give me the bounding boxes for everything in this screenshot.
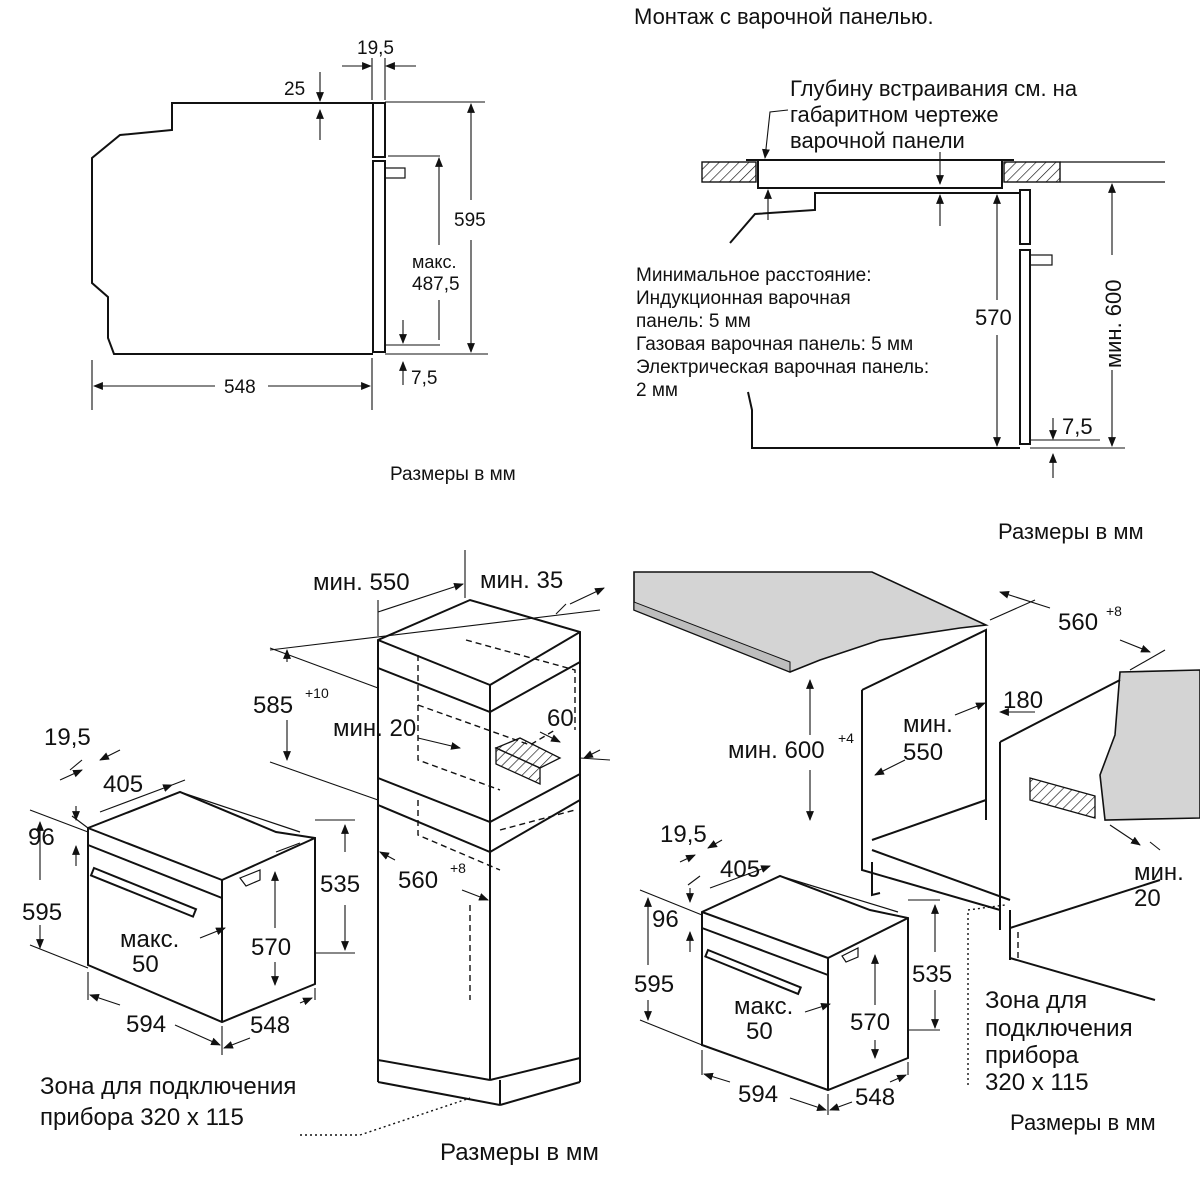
ucd-oven-dim-595: 595 bbox=[634, 971, 674, 998]
oven-dim-594: 594 bbox=[126, 1011, 166, 1038]
under-counter-diagram: 560 +8 мин. 550 180 мин. 600 +4 19,5 405… bbox=[633, 571, 1200, 1135]
dim-560-tolerance: +8 bbox=[450, 860, 466, 876]
zone-label-line1: Зона для подключения bbox=[40, 1073, 296, 1100]
oven-dim-405: 405 bbox=[103, 771, 143, 798]
control-panel bbox=[372, 102, 386, 158]
min-distance-line5: Электрическая варочная панель: bbox=[636, 357, 929, 378]
hob-oven-control-panel bbox=[1019, 189, 1031, 245]
oven-dim-max: макс. bbox=[120, 926, 179, 953]
ucd-dim-min-20-value: 20 bbox=[1134, 885, 1161, 912]
worktop-right-side bbox=[1099, 669, 1200, 821]
units-label-1: Размеры в мм bbox=[390, 464, 516, 485]
connection-zone-under bbox=[1029, 777, 1096, 819]
dim-min-35: мин. 35 bbox=[480, 567, 563, 594]
min-distance-line4: Газовая варочная панель: 5 мм bbox=[636, 334, 913, 355]
oven-dim-19-5: 19,5 bbox=[44, 724, 91, 751]
dim-560: 560 bbox=[398, 867, 438, 894]
ucd-oven-dim-570: 570 bbox=[850, 1009, 890, 1036]
ucd-oven-dim-594: 594 bbox=[738, 1081, 778, 1108]
ucd-oven-dim-19-5: 19,5 bbox=[660, 821, 707, 848]
dim-19-5: 19,5 bbox=[357, 38, 394, 59]
dim-7-5: 7,5 bbox=[411, 368, 437, 389]
side-view-diagram: 19,5 25 595 макс. 487,5 7,5 548 Размеры … bbox=[91, 38, 516, 485]
dim-min-20: мин. 20 bbox=[333, 715, 416, 742]
tall-cabinet-diagram: мин. 550 мин. 35 585 +10 мин. 20 60 19,5… bbox=[22, 550, 611, 1166]
ucd-zone-line2: подключения bbox=[985, 1015, 1133, 1042]
hob-dim-7-5: 7,5 bbox=[1062, 414, 1093, 439]
ucd-oven-dim-50: 50 bbox=[746, 1018, 773, 1045]
worktop-right bbox=[1003, 161, 1061, 183]
hob-dim-570: 570 bbox=[975, 305, 1012, 330]
oven-iso-right-handle bbox=[704, 948, 803, 996]
ucd-zone-line3: прибора bbox=[985, 1042, 1079, 1069]
min-distance-line1: Минимальное расстояние: bbox=[636, 265, 872, 286]
oven-under-hob-outline bbox=[729, 192, 1020, 244]
ucd-oven-dim-548: 548 bbox=[855, 1084, 895, 1111]
oven-iso-handle bbox=[89, 866, 198, 918]
hob-note-line3: варочной панели bbox=[790, 128, 965, 153]
hob-title: Монтаж с варочной панелью. bbox=[634, 4, 934, 29]
oven-dim-570: 570 bbox=[251, 934, 291, 961]
ucd-dim-180: 180 bbox=[1003, 687, 1043, 714]
ucd-dim-550: 550 bbox=[903, 739, 943, 766]
ucd-dim-min-600-tolerance: +4 bbox=[838, 730, 854, 746]
ucd-oven-dim-96: 96 bbox=[652, 906, 679, 933]
dim-548: 548 bbox=[224, 377, 256, 398]
dim-487-5: 487,5 bbox=[412, 274, 460, 295]
oven-iso-right bbox=[701, 874, 909, 1092]
units-label-3: Размеры в мм bbox=[440, 1139, 599, 1166]
ucd-zone-line1: Зона для bbox=[985, 987, 1087, 1014]
hob-installation-diagram: Монтаж с варочной панелью. Глубину встра… bbox=[634, 4, 1165, 544]
hob-note-line1: Глубину встраивания см. на bbox=[790, 76, 1078, 101]
min-distance-line2: Индукционная варочная bbox=[636, 288, 851, 309]
dim-max-label: макс. bbox=[412, 252, 456, 272]
worktop-left bbox=[701, 161, 757, 183]
oven-dim-548: 548 bbox=[250, 1012, 290, 1039]
ucd-dim-min-20-label: мин. bbox=[1134, 859, 1184, 886]
oven-dim-535: 535 bbox=[320, 871, 360, 898]
ucd-dim-min-600: мин. 600 bbox=[728, 737, 825, 764]
ucd-dim-560-tolerance: +8 bbox=[1106, 603, 1122, 619]
hob-oven-door bbox=[1019, 249, 1031, 445]
oven-door bbox=[372, 160, 386, 353]
oven-iso-left bbox=[87, 790, 316, 1024]
dim-595: 595 bbox=[454, 210, 486, 231]
zone-label-line2: прибора 320 x 115 bbox=[40, 1104, 244, 1131]
ucd-dim-560: 560 bbox=[1058, 609, 1098, 636]
ucd-oven-dim-max: макс. bbox=[734, 993, 793, 1020]
oven-dim-50: 50 bbox=[132, 951, 159, 978]
hob-note-line2: габаритном чертеже bbox=[790, 102, 999, 127]
hob-dim-min-600: мин. 600 bbox=[1101, 280, 1126, 369]
dim-585: 585 bbox=[253, 692, 293, 719]
oven-dim-595: 595 bbox=[22, 899, 62, 926]
dim-585-tolerance: +10 bbox=[305, 685, 329, 701]
ucd-zone-line4: 320 x 115 bbox=[985, 1069, 1089, 1096]
dim-min-550: мин. 550 bbox=[313, 569, 410, 596]
dim-25: 25 bbox=[284, 79, 305, 100]
min-distance-line3: панель: 5 мм bbox=[636, 311, 751, 332]
units-label-2: Размеры в мм bbox=[998, 519, 1144, 544]
min-distance-line6: 2 мм bbox=[636, 380, 678, 401]
cabinet-outline bbox=[377, 598, 581, 1082]
ucd-oven-dim-405: 405 bbox=[720, 856, 760, 883]
oven-dim-96: 96 bbox=[28, 824, 55, 851]
ucd-oven-dim-535: 535 bbox=[912, 961, 952, 988]
ucd-dim-min: мин. bbox=[903, 711, 953, 738]
dim-60: 60 bbox=[547, 705, 574, 732]
hob-body bbox=[757, 159, 1003, 189]
oven-body-outline bbox=[91, 102, 373, 355]
hob-oven-knob bbox=[1029, 254, 1053, 266]
oven-knob bbox=[384, 167, 406, 179]
units-label-4: Размеры в мм bbox=[1010, 1110, 1156, 1135]
